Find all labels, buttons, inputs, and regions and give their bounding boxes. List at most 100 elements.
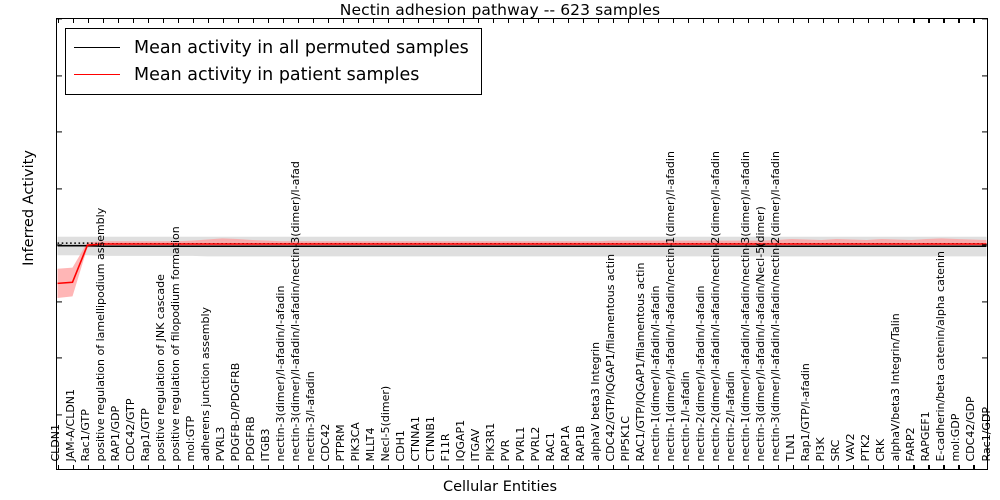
x-tick-mark	[733, 465, 735, 469]
x-tick-mark	[583, 465, 585, 469]
x-tick-mark	[237, 465, 239, 469]
x-tick-mark	[342, 19, 344, 23]
x-tick-mark	[447, 19, 449, 23]
x-tick-mark	[658, 19, 660, 23]
x-tick-mark	[312, 19, 314, 23]
x-tick-mark	[72, 19, 74, 23]
x-tick-mark	[568, 465, 570, 469]
plot-inner	[57, 19, 987, 469]
x-tick-mark	[507, 465, 510, 469]
y-tick-mark	[57, 413, 62, 416]
x-tick-mark	[688, 19, 690, 23]
x-tick-mark	[402, 465, 404, 469]
x-tick-mark	[132, 465, 134, 469]
y-tick-mark	[982, 244, 987, 246]
y-tick-mark	[982, 74, 987, 77]
x-tick-mark	[523, 19, 525, 23]
x-tick-mark	[793, 19, 795, 23]
x-tick-mark	[868, 19, 870, 23]
x-tick-mark	[327, 465, 329, 469]
x-tick-mark	[763, 19, 765, 23]
y-tick-mark	[982, 357, 987, 359]
legend-item-permuted: Mean activity in all permuted samples	[74, 34, 469, 61]
y-tick-mark	[982, 131, 987, 133]
x-tick-mark	[553, 465, 555, 469]
legend-label-permuted: Mean activity in all permuted samples	[134, 37, 469, 58]
y-axis-label: Inferred Activity	[21, 150, 37, 266]
x-tick-mark	[973, 465, 975, 469]
x-tick-mark	[492, 19, 495, 23]
x-tick-mark	[898, 465, 900, 469]
x-tick-mark	[643, 465, 645, 469]
x-tick-mark	[132, 19, 134, 23]
x-tick-mark	[673, 465, 675, 469]
x-tick-mark	[928, 465, 930, 469]
series-line	[57, 244, 986, 283]
x-tick-mark	[838, 19, 840, 23]
legend-label-patient: Mean activity in patient samples	[134, 64, 420, 85]
x-tick-mark	[237, 19, 239, 23]
x-tick-mark	[207, 19, 209, 23]
x-tick-mark	[943, 465, 945, 469]
x-axis-label: Cellular Entities	[442, 479, 558, 495]
x-tick-mark	[57, 19, 59, 23]
x-tick-mark	[357, 19, 359, 23]
x-tick-mark	[808, 19, 810, 23]
x-tick-mark	[252, 19, 254, 23]
x-tick-mark	[147, 465, 149, 469]
y-tick-mark	[57, 19, 62, 20]
x-tick-mark	[823, 19, 825, 23]
x-tick-mark	[778, 465, 780, 469]
series-layer	[57, 19, 987, 469]
x-tick-mark	[628, 19, 630, 23]
x-tick-mark	[417, 19, 419, 23]
x-tick-mark	[763, 465, 765, 469]
x-tick-mark	[372, 19, 374, 23]
x-tick-mark	[853, 19, 855, 23]
x-tick-mark	[823, 465, 825, 469]
x-tick-mark	[192, 19, 194, 23]
x-tick-mark	[192, 465, 194, 469]
x-tick-mark	[357, 465, 359, 469]
x-tick-mark	[613, 465, 615, 469]
legend-item-patient: Mean activity in patient samples	[74, 61, 469, 88]
y-tick-mark	[982, 413, 987, 416]
x-tick-mark	[568, 19, 570, 23]
x-tick-mark	[538, 19, 540, 23]
x-tick-mark	[432, 465, 434, 469]
x-tick-mark	[538, 465, 540, 469]
x-tick-mark	[748, 465, 750, 469]
y-tick-mark	[57, 187, 62, 190]
x-tick-mark	[87, 19, 89, 23]
x-tick-mark	[177, 465, 179, 469]
x-tick-mark	[718, 19, 720, 23]
x-tick-mark	[177, 19, 179, 23]
x-tick-mark	[838, 465, 840, 469]
x-tick-mark	[658, 465, 660, 469]
x-tick-mark	[793, 465, 795, 469]
x-tick-mark	[447, 465, 449, 469]
plot-area: Mean activity in all permuted samples Me…	[56, 18, 988, 470]
x-tick-mark	[598, 19, 600, 23]
x-tick-mark	[102, 19, 104, 23]
x-tick-mark	[523, 465, 525, 469]
x-tick-mark	[778, 19, 780, 23]
x-tick-mark	[57, 465, 59, 469]
x-tick-mark	[432, 19, 434, 23]
x-tick-mark	[598, 465, 600, 469]
x-tick-mark	[312, 465, 314, 469]
y-tick-mark	[57, 131, 62, 133]
x-tick-mark	[958, 465, 960, 469]
x-tick-mark	[477, 19, 480, 23]
x-tick-mark	[147, 19, 149, 23]
x-tick-mark	[973, 19, 975, 23]
x-tick-mark	[222, 19, 224, 23]
x-tick-mark	[928, 19, 930, 23]
chart-title: Nectin adhesion pathway -- 623 samples	[339, 1, 661, 19]
y-tick-mark	[57, 244, 62, 246]
x-tick-mark	[688, 465, 690, 469]
x-tick-mark	[117, 19, 119, 23]
x-tick-mark	[87, 465, 89, 469]
x-tick-mark	[673, 19, 675, 23]
